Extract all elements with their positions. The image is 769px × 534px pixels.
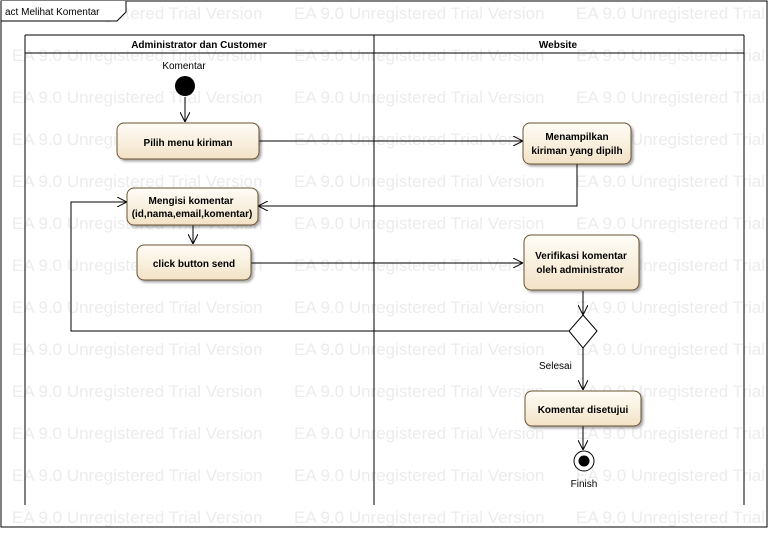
watermark-text: EA 9.0 Unregistered Trial Version bbox=[12, 424, 262, 443]
watermark-text: EA 9.0 Unregistered Trial Version bbox=[12, 340, 262, 359]
watermark-text: EA 9.0 Unregistered Trial Version bbox=[12, 382, 262, 401]
watermark-text: EA 9.0 Unregistered Trial Version bbox=[294, 172, 544, 191]
watermark-text: EA 9.0 Unregistered Trial Version bbox=[576, 172, 769, 191]
swimlane-admin: Administrator dan Customer bbox=[24, 34, 374, 505]
activity-verifikasi[interactable]: Verifikasi komentar oleh administrator bbox=[523, 234, 640, 291]
watermark-text: EA 9.0 Unregistered Trial Version bbox=[576, 4, 769, 23]
watermark-text: EA 9.0 Unregistered Trial Version bbox=[576, 88, 769, 107]
activity-disetujui[interactable]: Komentar disetujui bbox=[524, 390, 642, 427]
watermark-text: EA 9.0 Unregistered Trial Version bbox=[294, 4, 544, 23]
watermark-text: EA 9.0 Unregistered Trial Version bbox=[576, 424, 769, 443]
watermark-layer: EA 9.0 Unregistered Trial Version EA 9.0 … bbox=[12, 4, 769, 527]
activity-label: Komentar disetujui bbox=[538, 405, 629, 416]
initial-node: Komentar bbox=[162, 61, 206, 96]
activity-label: Pilih menu kiriman bbox=[144, 138, 233, 149]
activity-label: click button send bbox=[153, 259, 235, 270]
activity-label-line-2: kiriman yang dipilh bbox=[531, 146, 622, 157]
decision-node[interactable]: Selesai bbox=[539, 314, 598, 372]
swimlane-website: Website bbox=[373, 34, 745, 505]
initial-node-label: Komentar bbox=[162, 61, 206, 72]
activity-click-send[interactable]: click button send bbox=[136, 244, 252, 281]
watermark-text: EA 9.0 Unregistered Trial Version bbox=[12, 88, 262, 107]
frame-label: act Melihat Komentar bbox=[5, 7, 100, 18]
lane-title-website: Website bbox=[539, 40, 578, 51]
activity-menampilkan[interactable]: Menampilkan kiriman yang dipilh bbox=[522, 122, 632, 165]
flow-decision-loop-back bbox=[70, 202, 569, 332]
activity-label-line-1: Menampilkan bbox=[545, 132, 608, 143]
final-node-label: Finish bbox=[571, 479, 598, 490]
watermark-text: EA 9.0 Unregistered Trial Version bbox=[576, 214, 769, 233]
watermark-text: EA 9.0 Unregistered Trial Version bbox=[12, 172, 262, 191]
watermark-text: EA 9.0 Unregistered Trial Version bbox=[294, 130, 544, 149]
watermark-text: EA 9.0 Unregistered Trial Version bbox=[294, 256, 544, 275]
activity-pilih-menu[interactable]: Pilih menu kiriman bbox=[116, 122, 260, 160]
decision-guard-label: Selesai bbox=[539, 361, 572, 372]
watermark-text: EA 9.0 Unregistered Trial Version bbox=[576, 298, 769, 317]
watermark-text: EA 9.0 Unregistered Trial Version bbox=[294, 466, 544, 485]
watermark-text: EA 9.0 Unregistered Trial Version bbox=[294, 46, 544, 65]
watermark-text: EA 9.0 Unregistered Trial Version bbox=[12, 298, 262, 317]
watermark-text: EA 9.0 Unregistered Trial Version bbox=[12, 466, 262, 485]
flow-menampilkan-to-mengisi bbox=[259, 164, 578, 206]
activity-label-line-2: (id,nama,email,komentar) bbox=[132, 209, 253, 220]
watermark-text: EA 9.0 Unregistered Trial Version bbox=[576, 340, 769, 359]
watermark-text: EA 9.0 Unregistered Trial Version bbox=[576, 466, 769, 485]
control-flows bbox=[70, 97, 583, 449]
watermark-text: EA 9.0 Unregistered Trial Version bbox=[12, 46, 262, 65]
watermark-text: EA 9.0 Unregistered Trial Version bbox=[12, 508, 262, 527]
watermark-text: EA 9.0 Unregistered Trial Version bbox=[294, 298, 544, 317]
watermark-text: EA 9.0 Unregistered Trial Version bbox=[294, 88, 544, 107]
lane-title-admin: Administrator dan Customer bbox=[131, 40, 267, 51]
watermark-text: EA 9.0 Unregistered Trial Version bbox=[576, 508, 769, 527]
activity-label-line-1: Verifikasi komentar bbox=[535, 251, 627, 262]
activity-mengisi[interactable]: Mengisi komentar (id,nama,email,komentar… bbox=[126, 187, 259, 226]
activity-label-line-2: oleh administrator bbox=[536, 265, 623, 276]
watermark-text: EA 9.0 Unregistered Trial Version bbox=[294, 424, 544, 443]
watermark-text: EA 9.0 Unregistered Trial Version bbox=[294, 340, 544, 359]
frame-label-tab bbox=[0, 1, 127, 22]
final-node: Finish bbox=[571, 450, 598, 490]
watermark-text: EA 9.0 Unregistered Trial Version bbox=[294, 508, 544, 527]
watermark-text: EA 9.0 Unregistered Trial Version bbox=[294, 214, 544, 233]
activity-label-line-1: Mengisi komentar bbox=[148, 196, 233, 207]
watermark-text: EA 9.0 Unregistered Trial Version bbox=[576, 46, 769, 65]
watermark-text: EA 9.0 Unregistered Trial Version bbox=[294, 382, 544, 401]
